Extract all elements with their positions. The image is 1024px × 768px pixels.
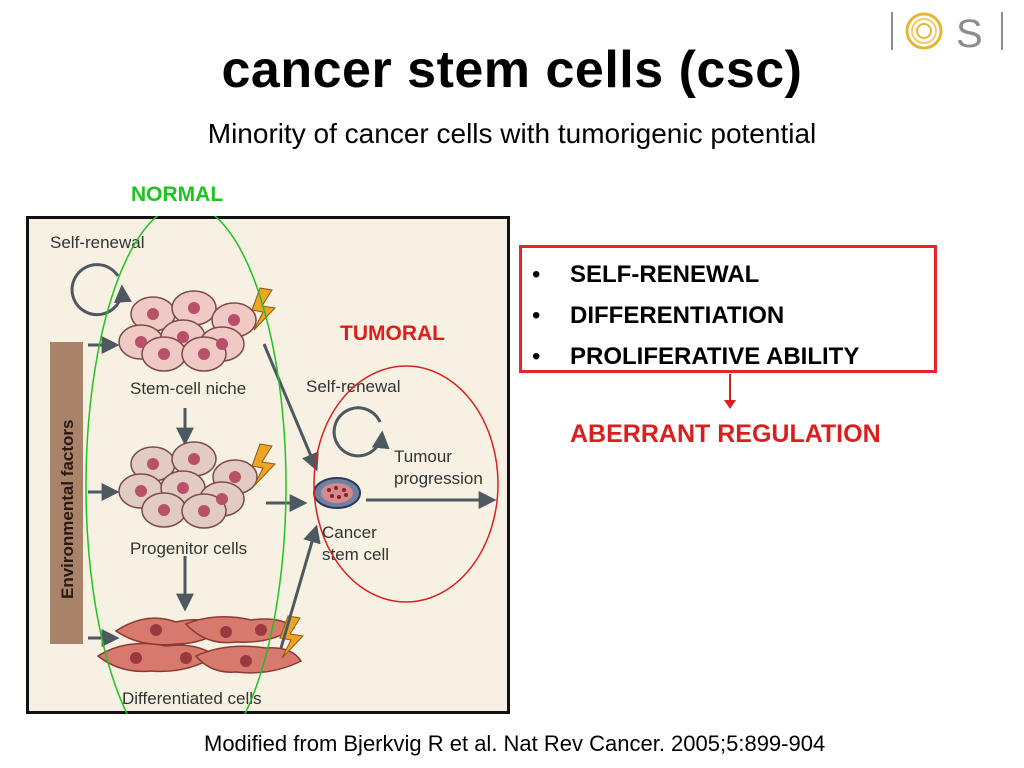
progenitor-cell-cluster — [118, 441, 258, 529]
down-arrow — [724, 374, 736, 409]
slide-title: cancer stem cells (csc) — [221, 41, 803, 99]
property-item: • DIFFERENTIATION — [532, 295, 934, 336]
self-renewal-arrow-top — [70, 263, 132, 317]
citation: Modified from Bjerkvig R et al. Nat Rev … — [204, 731, 826, 756]
differentiated-cell-cluster — [96, 616, 303, 674]
environmental-factors-bar: Environmental factors — [50, 342, 83, 644]
tumoral-ellipse — [313, 365, 499, 603]
bullet: • — [532, 343, 541, 370]
csc-figure: Environmental factors Self-renewal Stem-… — [26, 216, 510, 714]
tumour-progression-line1: Tumour — [394, 447, 452, 466]
progenitor-cells-label: Progenitor cells — [130, 539, 247, 558]
lightning-icon — [251, 443, 277, 487]
tumoral-label: TUMORAL — [340, 322, 445, 345]
csc-properties-list: • SELF-RENEWAL • DIFFERENTIATION • PROLIFER… — [522, 248, 934, 377]
property-differentiation: DIFFERENTIATION — [570, 302, 785, 329]
differentiated-cells-label: Differentiated cells — [122, 689, 262, 708]
bullet: • — [532, 261, 541, 288]
cancer-stem-cell — [313, 477, 361, 509]
property-proliferative-ability: PROLIFERATIVE ABILITY — [570, 343, 860, 370]
arrow-niche-to-csc — [262, 343, 319, 472]
stem-cell-cluster — [118, 290, 257, 372]
cancer-stem-cell-line1: Cancer — [322, 523, 377, 542]
iosi-logo: S — [891, 12, 1003, 54]
arrow-differentiated-to-csc — [279, 524, 321, 649]
property-self-renewal: SELF-RENEWAL — [570, 261, 760, 288]
tumour-progression-line2: progression — [394, 469, 483, 488]
self-renewal-label-top: Self-renewal — [50, 233, 145, 252]
csc-properties-box: • SELF-RENEWAL • DIFFERENTIATION • PROLIFER… — [519, 245, 937, 373]
slide-subtitle: Minority of cancer cells with tumorigeni… — [207, 118, 817, 149]
aberrant-regulation-label: ABERRANT REGULATION — [570, 420, 881, 448]
normal-label: NORMAL — [131, 183, 224, 206]
bullet: • — [532, 302, 541, 329]
normal-ellipse — [85, 216, 287, 714]
stem-cell-niche-label: Stem-cell niche — [130, 379, 246, 398]
property-item: • PROLIFERATIVE ABILITY — [532, 336, 934, 377]
cancer-stem-cell-line2: stem cell — [322, 545, 389, 564]
environmental-factors-label: Environmental factors — [58, 420, 77, 600]
self-renewal-arrow-tumor — [332, 406, 390, 458]
property-item: • SELF-RENEWAL — [532, 254, 934, 295]
svg-text:S: S — [956, 12, 983, 54]
